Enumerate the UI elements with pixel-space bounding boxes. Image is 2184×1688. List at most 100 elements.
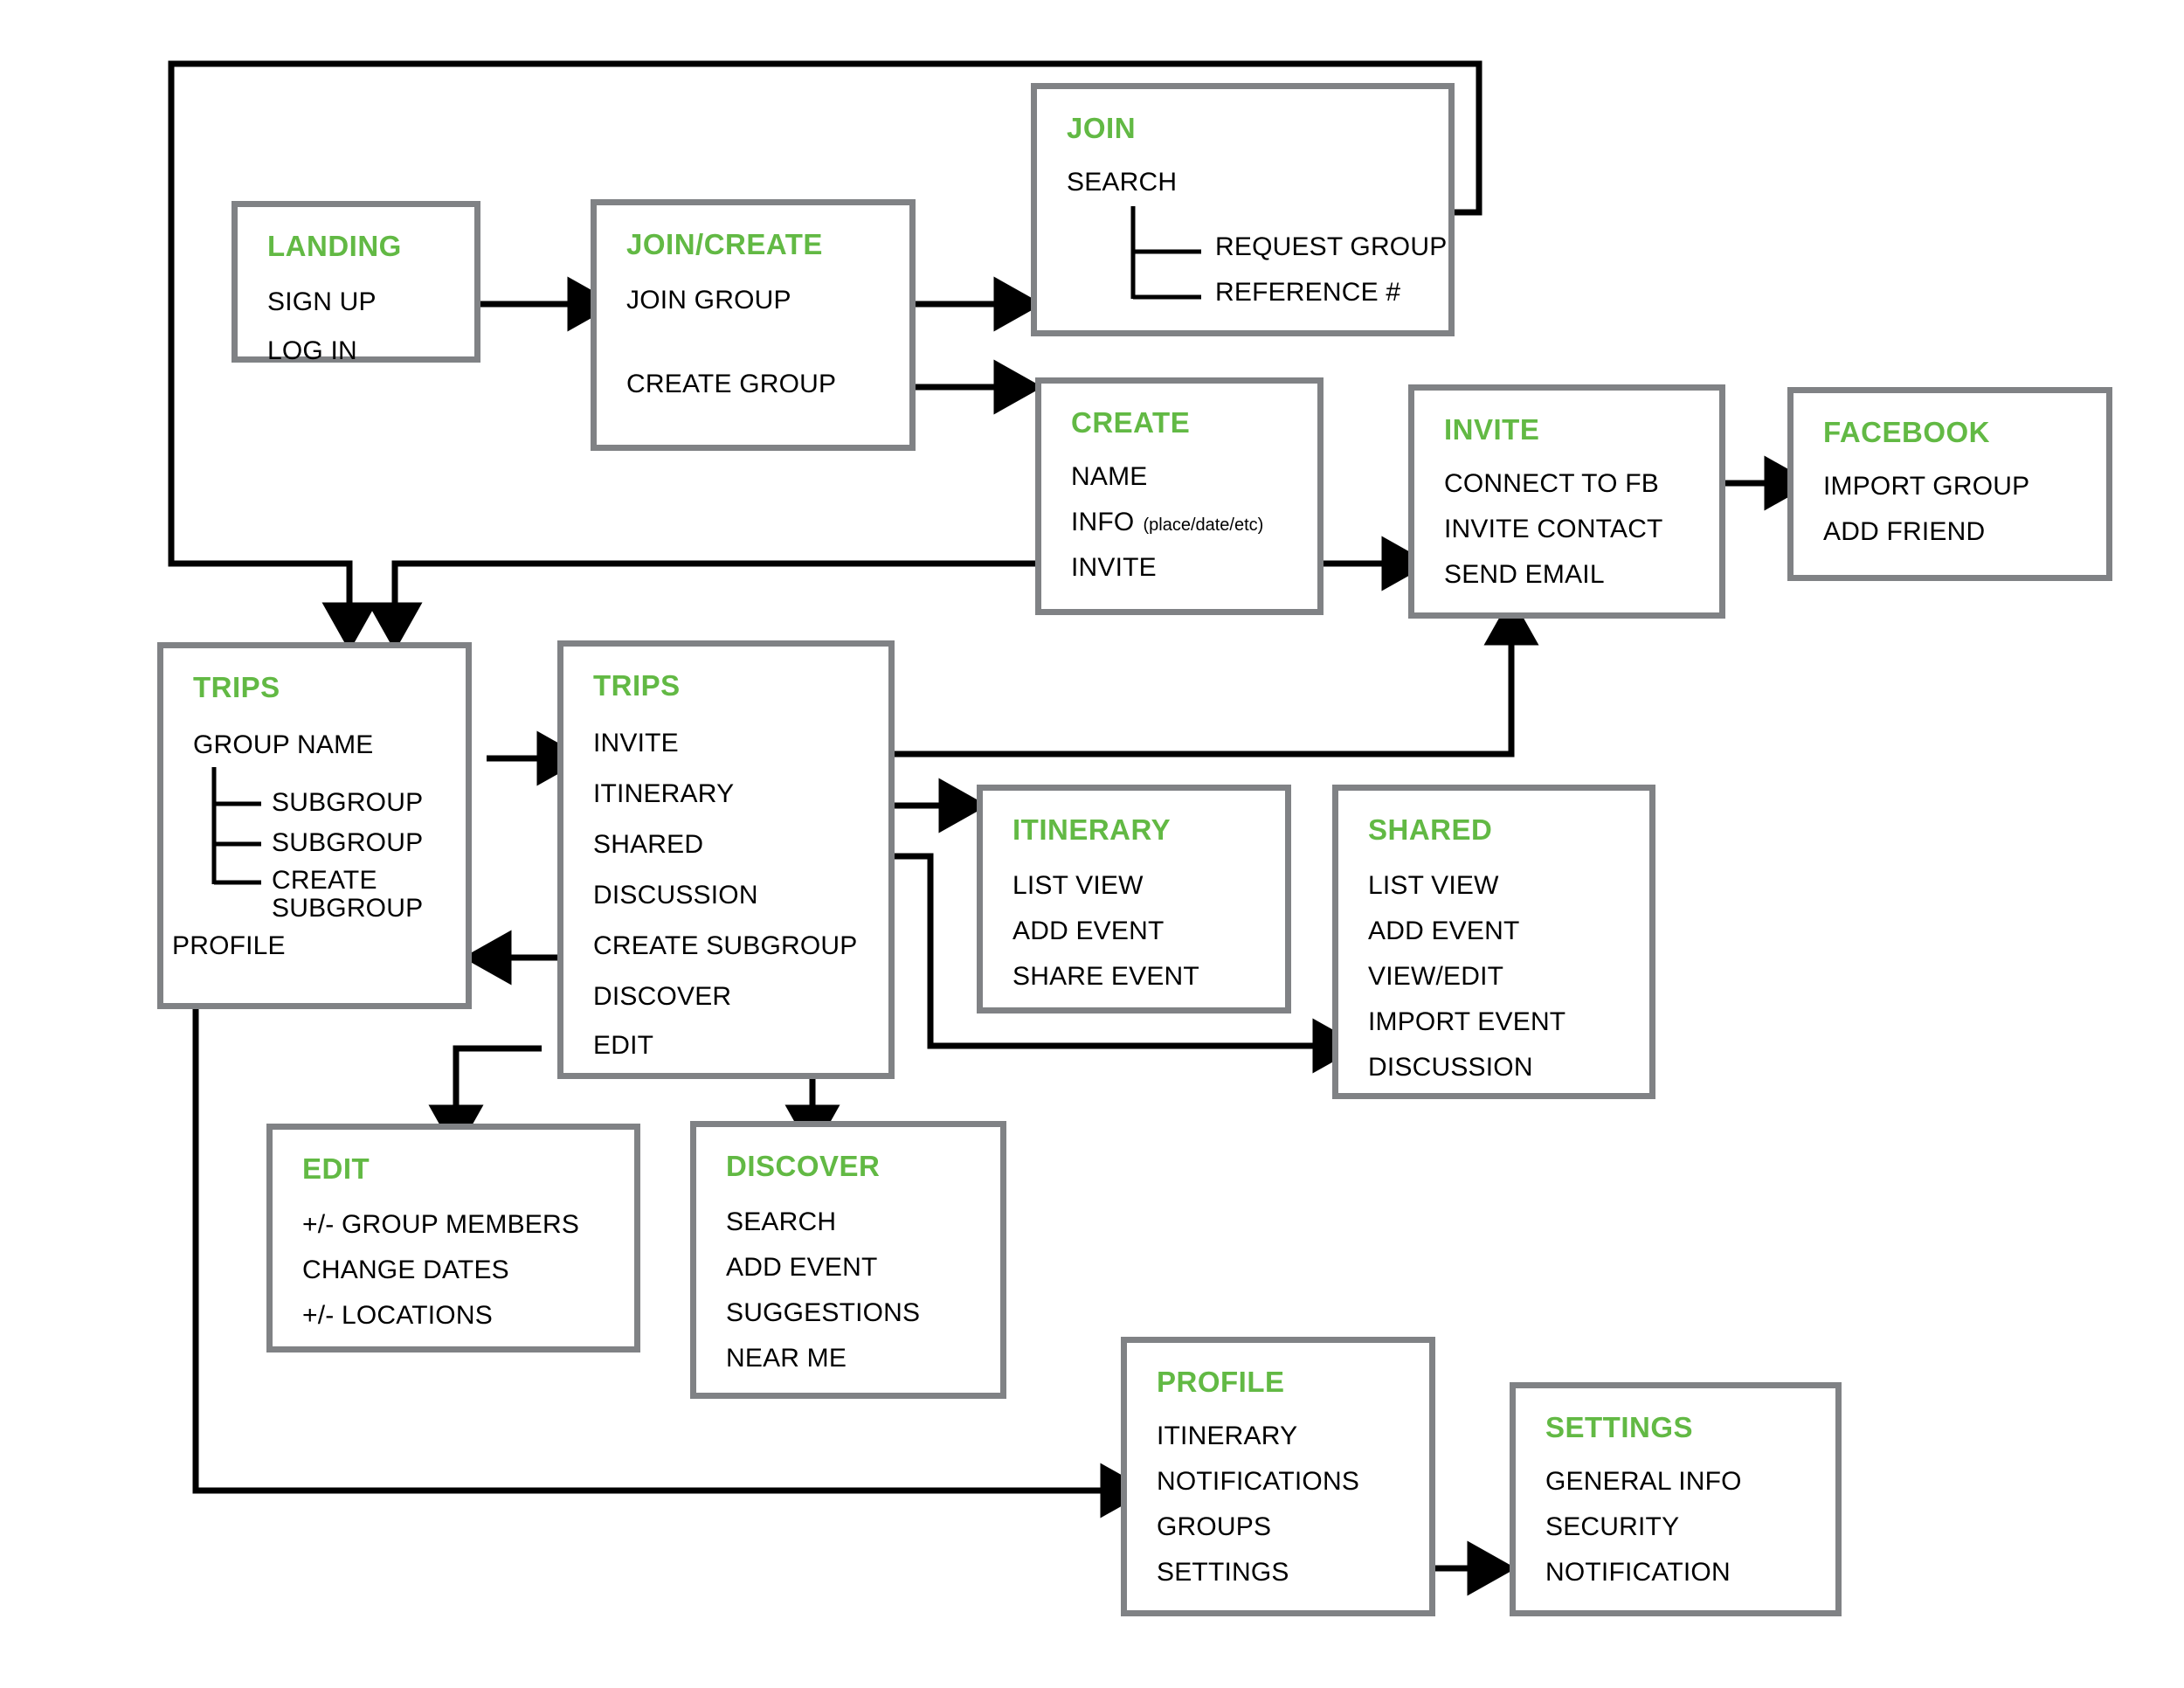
list-item[interactable]: +/- GROUP MEMBERS (302, 1210, 580, 1239)
list-item[interactable]: EDIT (593, 1031, 654, 1060)
node-settings[interactable]: SETTINGS GENERAL INFO SECURITY NOTIFICAT… (1510, 1382, 1842, 1616)
list-item[interactable]: DISCUSSION (1368, 1053, 1533, 1082)
list-item[interactable]: GROUPS (1157, 1512, 1272, 1541)
list-item[interactable]: SIGN UP (267, 287, 377, 316)
list-item[interactable]: CREATE SUBGROUP (272, 866, 424, 923)
node-profile-items: ITINERARY NOTIFICATIONS GROUPS SETTINGS (1157, 1422, 1429, 1588)
wire-create-to-trips (367, 560, 1183, 652)
tree-lines-icon (211, 767, 261, 885)
node-shared[interactable]: SHARED LIST VIEW ADD EVENT VIEW/EDIT IMP… (1332, 785, 1655, 1099)
list-item[interactable]: GENERAL INFO (1545, 1467, 1742, 1496)
wire-edit (428, 1045, 542, 1154)
node-discover[interactable]: DISCOVER SEARCH ADD EVENT SUGGESTIONS NE… (690, 1121, 1006, 1399)
list-item[interactable]: CHANGE DATES (302, 1256, 509, 1284)
node-create-title: CREATE (1071, 406, 1191, 439)
list-item[interactable]: DISCUSSION (593, 881, 758, 910)
list-item[interactable]: SUBGROUP (272, 828, 424, 857)
list-item[interactable]: ITINERARY (1157, 1422, 1298, 1450)
node-itinerary[interactable]: ITINERARY LIST VIEW ADD EVENT SHARE EVEN… (977, 785, 1291, 1013)
list-item[interactable]: SUGGESTIONS (726, 1298, 921, 1327)
list-item[interactable]: CONNECT TO FB (1444, 469, 1659, 498)
node-settings-items: GENERAL INFO SECURITY NOTIFICATION (1545, 1467, 1835, 1588)
node-invite-title: INVITE (1444, 413, 1540, 446)
node-join-create[interactable]: JOIN/CREATE JOIN GROUP CREATE GROUP (591, 199, 916, 451)
wire-profile (192, 979, 1150, 1519)
node-trips-groups-items: GROUP NAME SUBGROUP SUBGROUP CREATE SUBG… (172, 730, 466, 961)
list-item[interactable]: SHARE EVENT (1013, 962, 1199, 991)
list-item[interactable]: SETTINGS (1157, 1558, 1289, 1587)
list-item[interactable]: IMPORT GROUP (1823, 472, 2030, 501)
node-landing-items: SIGN UP LOG IN (267, 287, 474, 366)
node-edit[interactable]: EDIT +/- GROUP MEMBERS CHANGE DATES +/- … (266, 1124, 640, 1352)
node-edit-title: EDIT (302, 1152, 370, 1185)
list-item[interactable]: NOTIFICATION (1545, 1558, 1731, 1587)
wire-tripsinvite-to-invite (689, 596, 1539, 758)
node-join-create-items: JOIN GROUP CREATE GROUP (626, 286, 909, 399)
list-item[interactable]: PROFILE (172, 931, 286, 960)
node-trips-detail[interactable]: TRIPS INVITE ITINERARY SHARED DISCUSSION… (557, 640, 895, 1079)
list-item[interactable]: INVITE (593, 729, 679, 758)
node-facebook[interactable]: FACEBOOK IMPORT GROUP ADD FRIEND (1787, 387, 2112, 581)
list-item[interactable]: INVITE (1071, 553, 1157, 582)
wire-join-to-trips (168, 60, 1482, 652)
node-join-subtree: REQUEST GROUP REFERENCE # (1067, 204, 1448, 307)
node-trips-detail-title: TRIPS (593, 669, 681, 702)
node-invite[interactable]: INVITE CONNECT TO FB INVITE CONTACT SEND… (1408, 384, 1725, 619)
node-join-create-title: JOIN/CREATE (626, 228, 823, 260)
list-item[interactable]: SUBGROUP (272, 788, 424, 817)
list-item[interactable]: INFO(place/date/etc) (1071, 508, 1317, 537)
list-item[interactable]: GROUP NAME (193, 730, 374, 759)
list-item[interactable]: VIEW/EDIT (1368, 962, 1504, 991)
list-item[interactable]: LOG IN (267, 336, 357, 365)
node-create[interactable]: CREATE NAME INFO(place/date/etc) INVITE (1035, 377, 1324, 615)
list-item[interactable]: NAME (1071, 462, 1317, 492)
node-trips-groups-subtree: SUBGROUP SUBGROUP CREATE SUBGROUP (193, 765, 466, 931)
node-discover-items: SEARCH ADD EVENT SUGGESTIONS NEAR ME (726, 1207, 1000, 1373)
node-join-items: SEARCH REQUEST GROUP REFERENCE # (1067, 168, 1448, 307)
list-item[interactable]: SEND EMAIL (1444, 560, 1605, 589)
list-item[interactable]: NOTIFICATIONS (1157, 1467, 1360, 1496)
list-item[interactable]: INVITE CONTACT (1444, 515, 1663, 543)
node-facebook-items: IMPORT GROUP ADD FRIEND (1823, 472, 2106, 547)
node-itinerary-title: ITINERARY (1013, 813, 1171, 846)
list-item[interactable]: DISCOVER (593, 982, 732, 1011)
list-item[interactable]: SEARCH (1067, 168, 1178, 197)
list-item[interactable]: LIST VIEW (1368, 871, 1499, 900)
node-trips-groups-title: TRIPS (193, 671, 280, 703)
list-item[interactable]: SEARCH (726, 1207, 837, 1236)
list-item[interactable]: REFERENCE # (1215, 278, 1401, 307)
node-profile-title: PROFILE (1157, 1366, 1285, 1398)
tree-lines-icon (1130, 206, 1201, 300)
node-landing[interactable]: LANDING SIGN UP LOG IN (232, 201, 480, 366)
list-item[interactable]: REQUEST GROUP (1215, 232, 1448, 261)
node-create-items: NAME INFO(place/date/etc) INVITE (1071, 462, 1317, 583)
list-item[interactable]: SHARED (593, 830, 704, 859)
node-edit-items: +/- GROUP MEMBERS CHANGE DATES +/- LOCAT… (302, 1210, 634, 1331)
node-discover-title: DISCOVER (726, 1150, 881, 1182)
list-item[interactable]: CREATE GROUP (626, 370, 837, 398)
list-item[interactable]: ADD FRIEND (1823, 517, 1986, 546)
list-item[interactable]: SECURITY (1545, 1512, 1680, 1541)
list-item[interactable]: JOIN GROUP (626, 286, 791, 315)
list-item[interactable]: NEAR ME (726, 1344, 847, 1373)
node-shared-items: LIST VIEW ADD EVENT VIEW/EDIT IMPORT EVE… (1368, 871, 1649, 1083)
node-facebook-title: FACEBOOK (1823, 416, 1991, 448)
node-join-title: JOIN (1067, 112, 1137, 144)
node-profile[interactable]: PROFILE ITINERARY NOTIFICATIONS GROUPS S… (1121, 1337, 1435, 1616)
list-item[interactable]: +/- LOCATIONS (302, 1301, 493, 1330)
list-item[interactable]: ADD EVENT (1368, 917, 1520, 945)
node-trips-groups[interactable]: TRIPS GROUP NAME SUBGROUP SUBGROUP CREAT… (157, 642, 472, 1009)
node-settings-title: SETTINGS (1545, 1411, 1694, 1443)
list-item-label: NAME (1071, 462, 1148, 491)
list-item[interactable]: ITINERARY (593, 779, 735, 808)
list-item[interactable]: LIST VIEW (1013, 871, 1144, 900)
list-item[interactable]: ADD EVENT (1013, 917, 1165, 945)
list-item[interactable]: IMPORT EVENT (1368, 1007, 1566, 1036)
list-item[interactable]: ADD EVENT (726, 1253, 878, 1282)
info-note: (place/date/etc) (1143, 515, 1264, 535)
list-item[interactable]: CREATE SUBGROUP (593, 931, 858, 960)
node-join[interactable]: JOIN SEARCH REQUEST GROUP REFERENCE # (1031, 83, 1455, 336)
node-invite-items: CONNECT TO FB INVITE CONTACT SEND EMAIL (1444, 469, 1719, 590)
node-itinerary-items: LIST VIEW ADD EVENT SHARE EVENT (1013, 871, 1285, 992)
